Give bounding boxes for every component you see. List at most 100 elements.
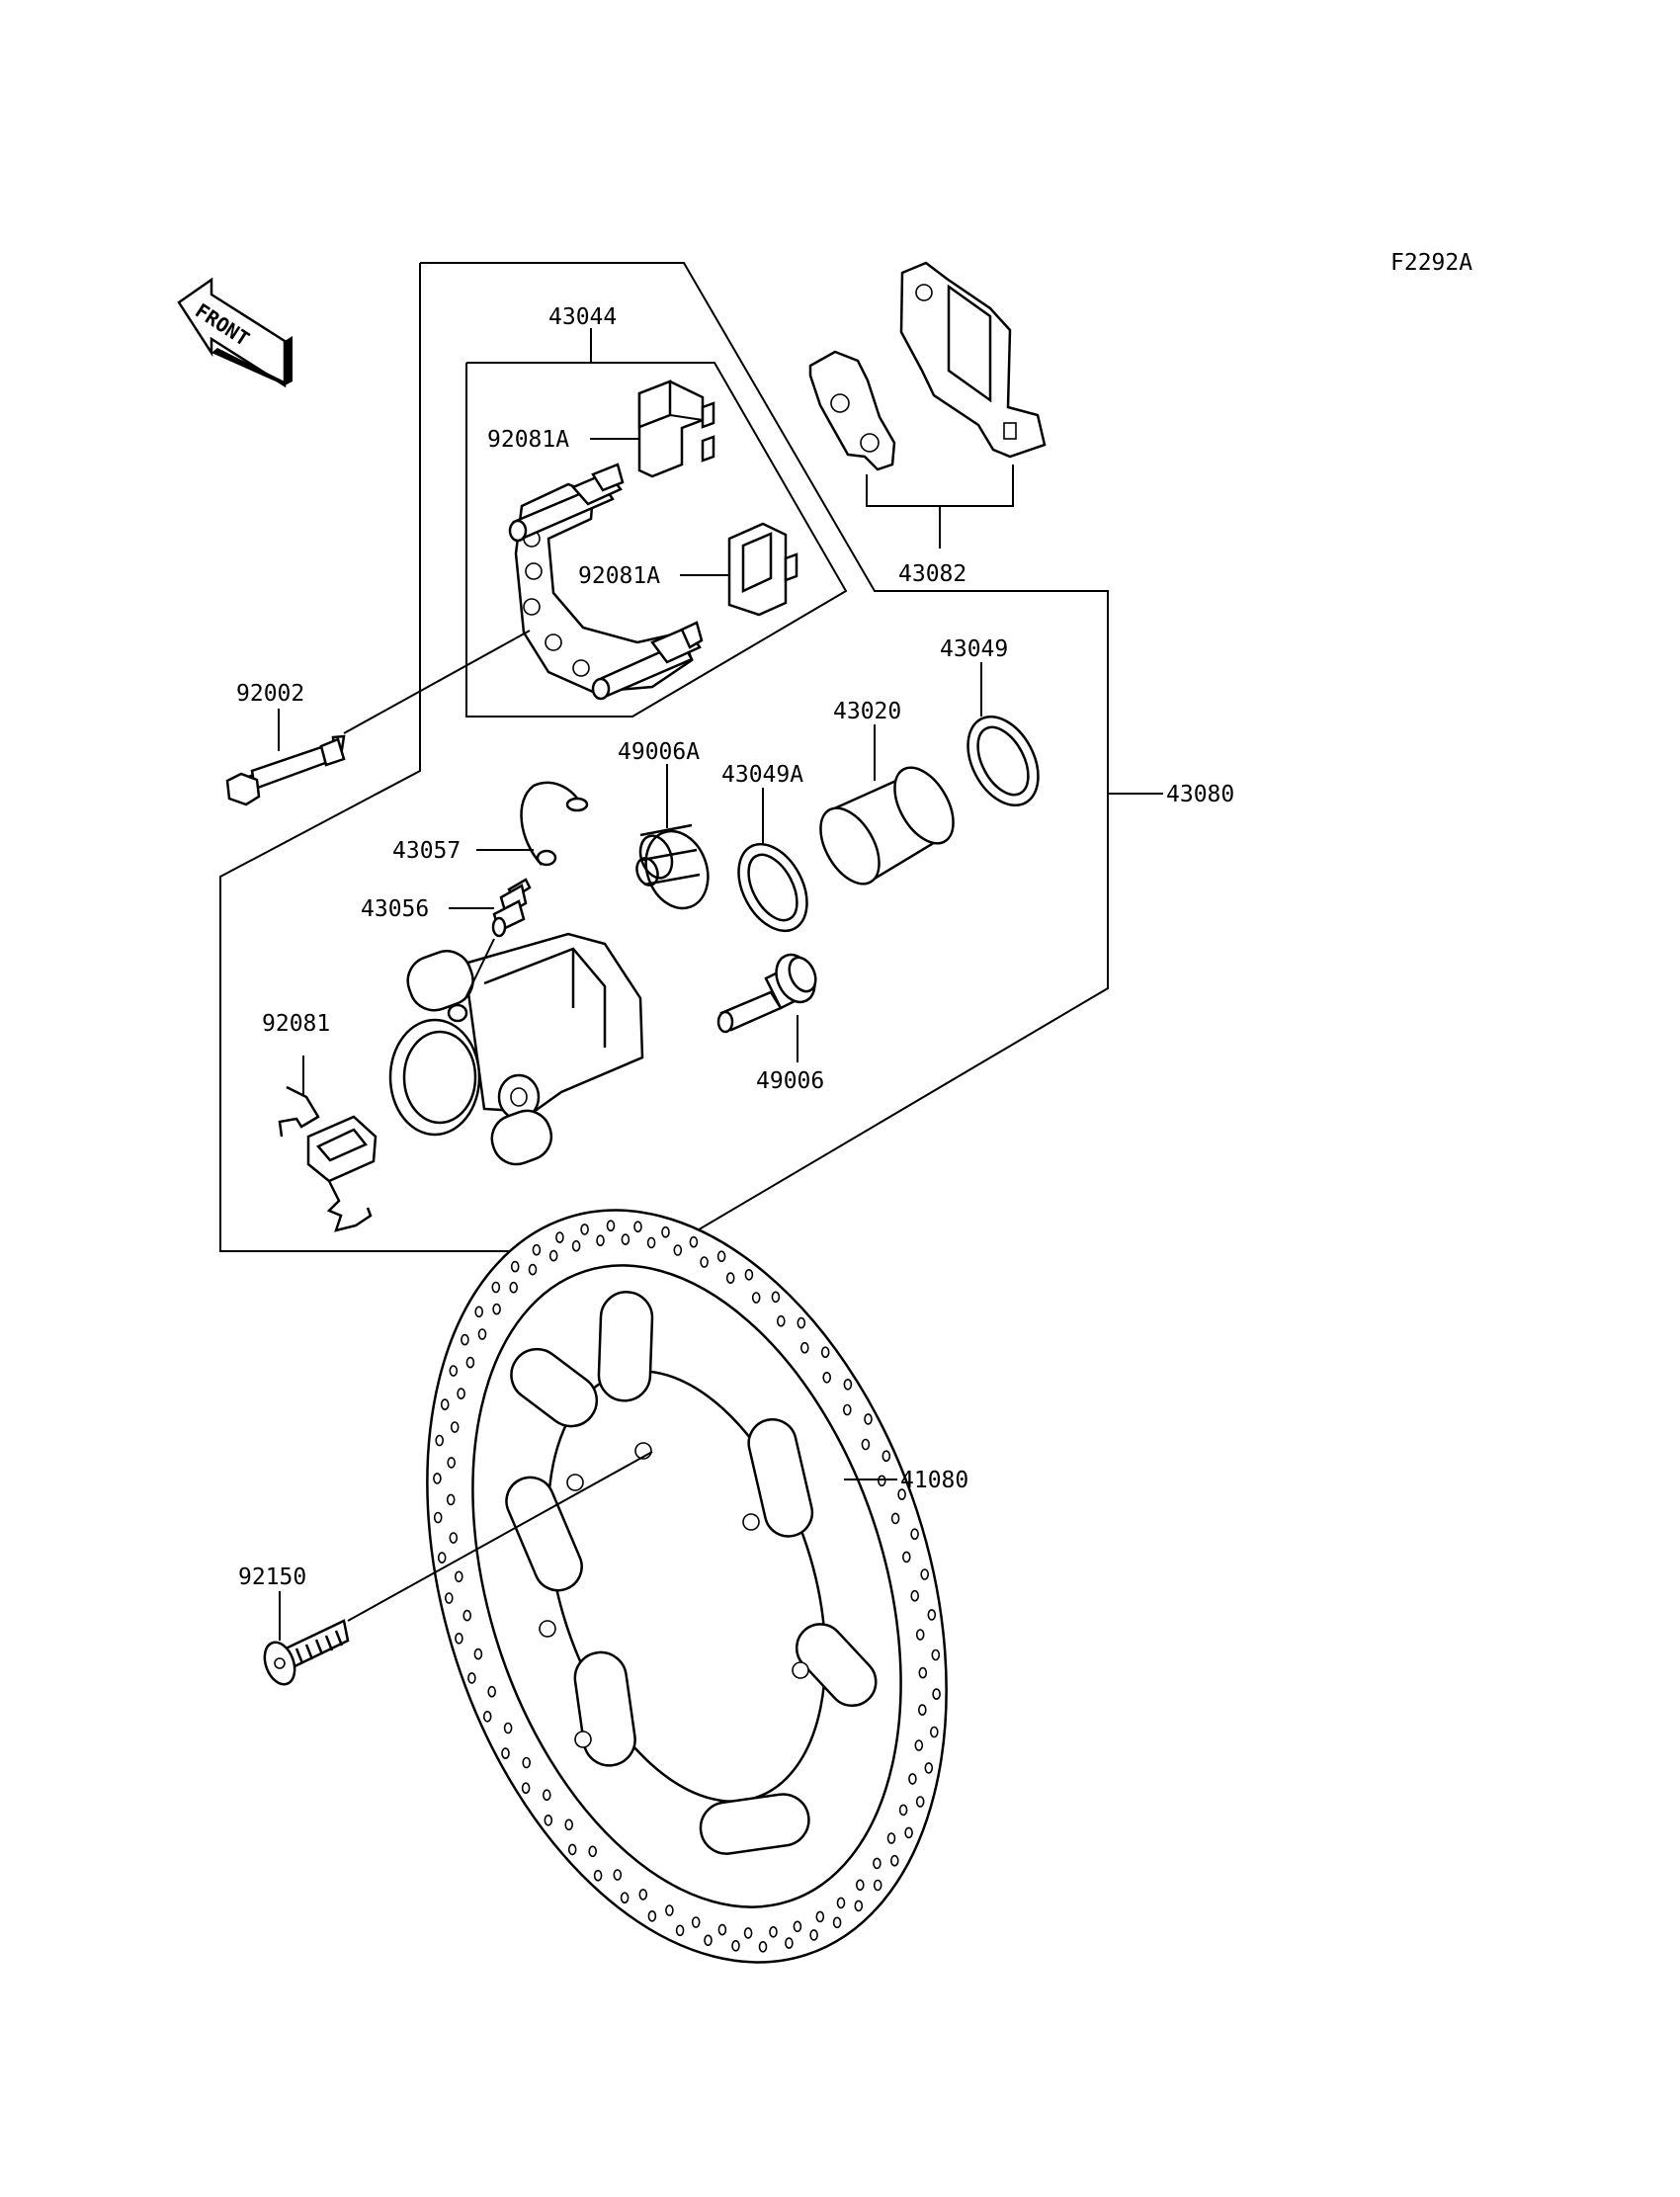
disc-vent-hole [914, 1739, 924, 1751]
label-92081A-top: 92081A [487, 427, 569, 453]
label-49006: 49006 [756, 1068, 824, 1094]
bracket-assembly-outline [465, 362, 848, 718]
caliper-assembly-outline [219, 262, 1109, 1252]
disc-vent-holes [433, 1220, 941, 1953]
disc-vent-hole [633, 1221, 642, 1232]
bleeder-cap [520, 781, 589, 867]
disc-vent-hole [501, 1747, 510, 1759]
leader-43082 [866, 465, 1014, 507]
disc-vent-hole [898, 1804, 908, 1817]
disc-vent-hole [449, 1365, 459, 1377]
leader-92002-bolt [343, 630, 531, 734]
pad-spring [278, 1085, 378, 1232]
disc-vent-hole [510, 1260, 520, 1273]
front-arrow-icon: FRONT [177, 277, 293, 388]
disc-vent-hole [548, 1249, 558, 1262]
disc-vent-hole [593, 1869, 603, 1882]
disc-vent-hole [744, 1269, 754, 1281]
brake-pad-front [808, 350, 896, 471]
disc-vent-hole [435, 1434, 445, 1447]
disc-vent-hole [771, 1291, 781, 1304]
disc-vent-hole [447, 1457, 457, 1469]
disc-vent-hole [700, 1256, 709, 1268]
disc-vent-hole [492, 1303, 501, 1315]
label-92002: 92002 [236, 681, 304, 707]
disc-vent-hole [691, 1916, 701, 1928]
disc-vent-hole [440, 1398, 450, 1410]
disc-vent-hole [725, 1272, 735, 1284]
disc-vent-hole [889, 1854, 899, 1867]
disc-vent-hole [716, 1250, 726, 1262]
disc-vent-hole [743, 1927, 753, 1939]
label-43057: 43057 [392, 838, 461, 864]
disc-vent-hole [444, 1592, 454, 1604]
disc-vent-hole [809, 1929, 818, 1941]
pad-clip-upper [637, 380, 715, 478]
disc-vent-hole [450, 1421, 460, 1433]
label-43020: 43020 [833, 699, 901, 724]
disc-screw-92150 [263, 1619, 350, 1686]
brake-disc [426, 1209, 948, 1964]
disc-vent-hole [580, 1224, 589, 1235]
disc-vent-hole [689, 1235, 699, 1248]
disc-vent-hole [717, 1923, 727, 1936]
disc-vent-hole [673, 1244, 683, 1256]
disc-vent-hole [567, 1843, 577, 1856]
seal-43049A [737, 842, 808, 933]
label-49006A: 49006A [618, 739, 700, 765]
disc-vent-hole [646, 1236, 656, 1249]
disc-vent-hole [877, 1475, 886, 1487]
disc-vent-hole [918, 1666, 928, 1679]
disc-vent-hole [620, 1892, 630, 1903]
disc-vent-hole [665, 1904, 674, 1916]
disc-vent-hole [843, 1379, 853, 1391]
disc-vent-hole [509, 1281, 519, 1294]
disc-vent-hole [873, 1879, 882, 1892]
disc-vent-hole [820, 1346, 830, 1358]
disc-vent-hole [836, 1897, 846, 1909]
disc-vent-hole [437, 1552, 447, 1563]
disc-vent-hole [503, 1722, 513, 1734]
disc-vent-hole [542, 1789, 551, 1801]
disc-vent-hole [638, 1889, 648, 1901]
disc-vent-hole [457, 1388, 465, 1399]
disc-vent-hole [528, 1263, 538, 1276]
disc-vent-hole [842, 1403, 852, 1416]
pad-clip-lower [727, 522, 798, 617]
disc-vent-hole [931, 1648, 941, 1661]
disc-vent-hole [467, 1672, 476, 1684]
disc-vent-hole [854, 1900, 864, 1912]
disc-vent-hole [532, 1243, 542, 1256]
disc-vent-hole [910, 1528, 919, 1540]
disc-vent-hole [731, 1940, 740, 1952]
label-43080: 43080 [1166, 782, 1234, 807]
disc-vent-hole [522, 1756, 532, 1769]
bolt-92002 [225, 734, 346, 806]
disc-vent-hole [901, 1551, 911, 1563]
caliper-bracket [508, 463, 704, 701]
disc-vent-hole [613, 1869, 623, 1881]
seal-43049 [966, 715, 1040, 807]
disc-vent-hole [521, 1782, 531, 1794]
disc-vent-hole [461, 1333, 469, 1346]
disc-vent-hole [932, 1688, 941, 1700]
disc-vent-hole [832, 1916, 842, 1929]
disc-vent-hole [462, 1609, 472, 1622]
label-43056: 43056 [361, 896, 429, 922]
label-92150: 92150 [238, 1564, 306, 1590]
disc-vent-hole [758, 1941, 768, 1953]
disc-vent-hole [873, 1857, 882, 1870]
disc-vent-hole [454, 1570, 463, 1583]
disc-vent-hole [920, 1568, 930, 1580]
slide-pin-49006 [716, 953, 817, 1034]
disc-vent-hole [588, 1845, 598, 1858]
disc-vent-hole [473, 1648, 483, 1660]
disc-vent-hole [886, 1832, 896, 1844]
disc-vent-hole [929, 1726, 939, 1738]
disc-vent-hole [751, 1292, 761, 1304]
disc-vent-hole [793, 1920, 802, 1933]
disc-vent-hole [606, 1220, 616, 1231]
disc-vent-hole [855, 1879, 865, 1892]
disc-vent-hole [890, 1512, 900, 1525]
disc-vent-hole [477, 1328, 487, 1340]
